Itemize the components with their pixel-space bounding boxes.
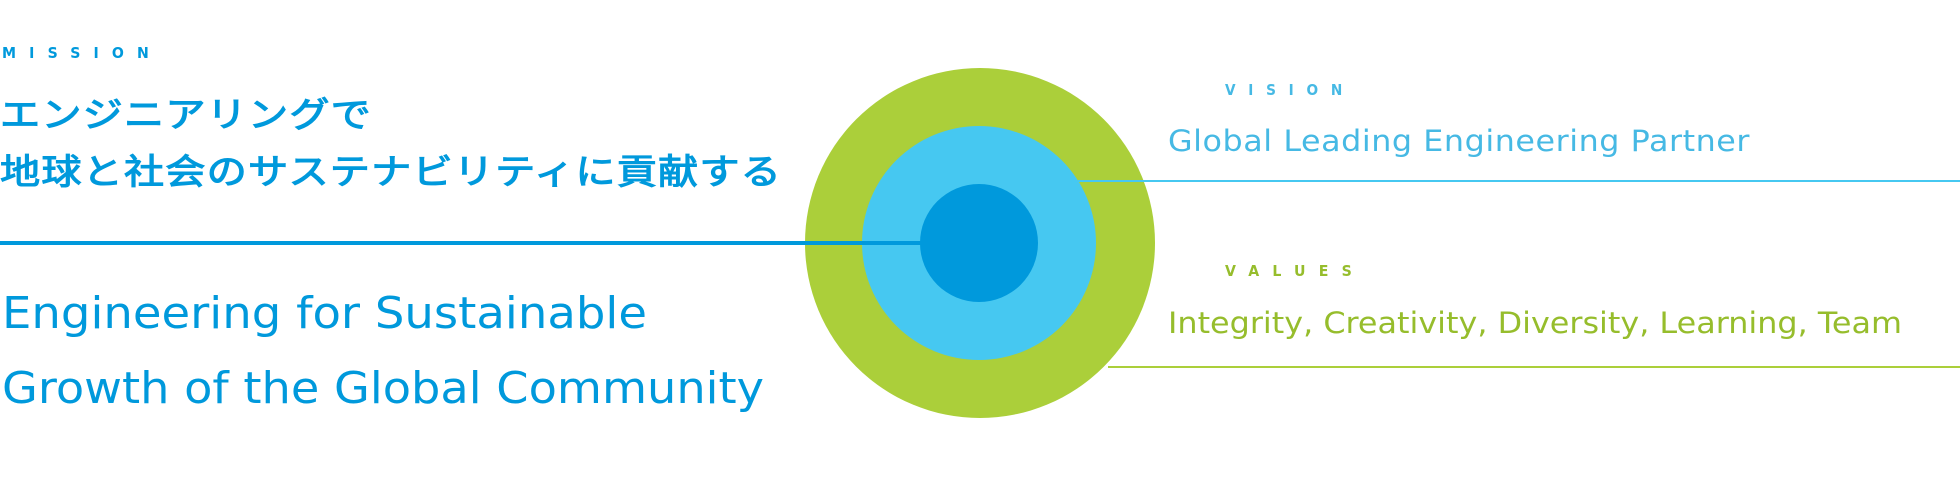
mission-japanese-line-2: 地球と社会のサステナビリティに貢献する [0,153,782,193]
vision-text: Global Leading Engineering Partner [1168,124,1750,158]
mission-english-line-2: Growth of the Global Community [2,363,764,414]
values-label: VALUES [1225,262,1365,280]
mission-japanese-line-1: エンジニアリングで [0,96,372,136]
values-text: Integrity, Creativity, Diversity, Learni… [1168,306,1902,340]
mission-english-line-1: Engineering for Sustainable [2,288,647,339]
mission-core [920,184,1038,302]
mission-label: MISSION [2,44,162,62]
vision-label: VISION [1225,81,1355,99]
